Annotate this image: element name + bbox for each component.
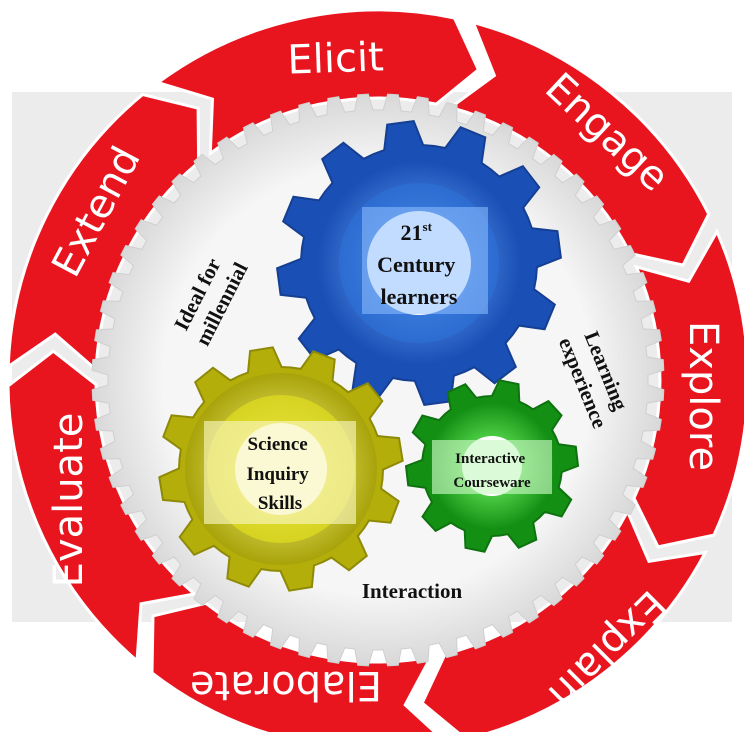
theme-interaction: Interaction <box>362 579 463 603</box>
learners-gear: 21st Century learners <box>276 120 562 406</box>
cycle-arrow-segment <box>154 8 481 157</box>
courseware-gear: Interactive Courseware <box>404 379 580 553</box>
cycle-arrow-segment <box>6 349 198 664</box>
phase-label-elaborate: Elaborate <box>190 662 382 708</box>
cycle-arrow-segment <box>632 228 744 549</box>
learners-gear-label: 21st Century learners <box>377 211 461 309</box>
science-inquiry-gear: Science Inquiry Skills <box>158 346 404 592</box>
phase-label-evaluate: Evaluate <box>46 413 92 588</box>
science-inquiry-gear-label: Science Inquiry Skills <box>246 434 313 514</box>
cycle-ring <box>6 8 744 732</box>
phase-label-elicit: Elicit <box>287 34 385 83</box>
phase-label-explore: Explore <box>680 321 726 471</box>
courseware-gear-label: Interactive Courseware <box>453 451 531 491</box>
